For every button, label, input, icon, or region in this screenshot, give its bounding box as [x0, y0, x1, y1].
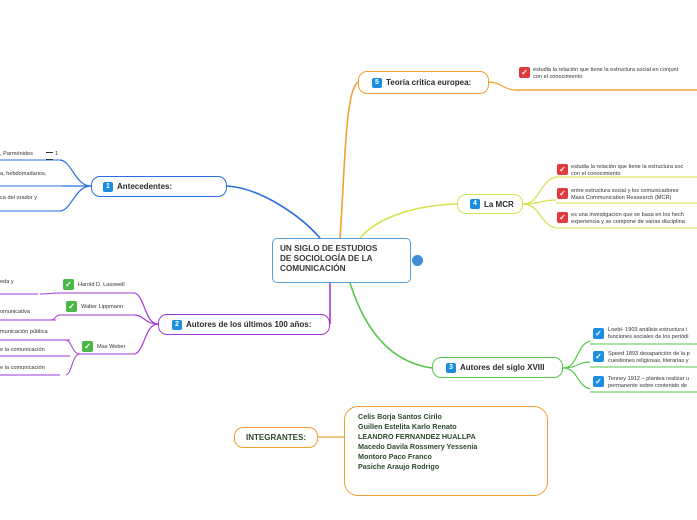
- checkbox-icon: ✓: [593, 351, 604, 362]
- central-topic[interactable]: UN SIGLO DE ESTUDIOS DE SOCIOLOGÍA DE LA…: [272, 238, 411, 283]
- list-count-badge: 1: [55, 151, 59, 157]
- checkbox-icon: ✓: [66, 301, 77, 312]
- leaf-mcr-1: estudia la relación que tiene la estruct…: [571, 164, 684, 177]
- integrantes-list[interactable]: Celis Borja Santos Cirilo Guillen Esteli…: [344, 406, 548, 496]
- central-title-line-2: DE SOCIOLOGÍA DE LA: [280, 254, 373, 263]
- list-icon: [46, 152, 53, 160]
- member-name: Guillen Estelita Karlo Renato: [358, 422, 457, 431]
- checkbox-icon: ✓: [557, 164, 568, 175]
- leaf-antecedentes-2: a, hebdomadarios,: [0, 171, 47, 177]
- branch-label: La MCR: [484, 199, 514, 209]
- leaf-autores-2: omunicativa: [0, 309, 30, 315]
- author-weber: Max Weber: [97, 344, 126, 350]
- author-lippmann: Walter Lippmann: [81, 304, 124, 310]
- branch-autores-ultimos-100[interactable]: 2 Autores de los últimos 100 años:: [158, 314, 330, 335]
- leaf-antecedentes-1: , Parménides: [0, 151, 33, 157]
- branch-la-mcr[interactable]: 4 La MCR: [457, 194, 523, 214]
- member-name: Macedo Davila Rossmery Yessenia: [358, 442, 478, 451]
- branch-label: Antecedentes:: [117, 182, 173, 191]
- branch-number-badge: 4: [470, 199, 480, 209]
- central-title-line-1: UN SIGLO DE ESTUDIOS: [280, 244, 378, 253]
- leaf-mcr-3: es una investigación que se basa en los …: [571, 212, 685, 225]
- leaf-autores-5: e la comunicación: [0, 365, 45, 371]
- checkbox-icon: ✓: [557, 212, 568, 223]
- author-lasswell: Harold D. Lasswell: [78, 282, 125, 288]
- leaf-mcr-2: entre estructura social y los comunicado…: [571, 188, 679, 201]
- checkbox-icon: ✓: [519, 67, 530, 78]
- branch-teoria-critica[interactable]: 5 Teoría critica europea:: [358, 71, 489, 94]
- central-title-line-3: COMUNICACIÓN: [280, 264, 346, 273]
- member-name: Celis Borja Santos Cirilo: [358, 412, 442, 421]
- branch-number-badge: 1: [103, 181, 113, 192]
- checkbox-icon: ✓: [63, 279, 74, 290]
- checkbox-icon: ✓: [593, 328, 604, 339]
- member-name: Montoro Paco Franco: [358, 452, 432, 461]
- branch-label: Autores de los últimos 100 años:: [186, 320, 312, 329]
- branch-number-badge: 2: [172, 319, 182, 330]
- branch-number-badge: 3: [446, 362, 456, 373]
- leaf-antecedentes-3: ca del orador y: [0, 195, 38, 201]
- member-name: Pasiche Araujo Rodrigo: [358, 462, 440, 471]
- branch-label: Autores del siglo XVIII: [460, 363, 545, 372]
- integrantes-label[interactable]: INTEGRANTES:: [234, 427, 318, 448]
- branch-label: Teoría critica europea:: [386, 78, 472, 87]
- leaf-autores-3: municación pública: [0, 329, 48, 335]
- globe-icon: [412, 255, 423, 266]
- member-name: LEANDRO FERNANDEZ HUALLPA: [358, 432, 476, 441]
- branch-autores-siglo-xviii[interactable]: 3 Autores del siglo XVIII: [432, 357, 563, 378]
- checkbox-icon: ✓: [593, 376, 604, 387]
- branch-antecedentes[interactable]: 1 Antecedentes:: [91, 176, 227, 197]
- leaf-teoria: estudia la relación que tiene la estruct…: [533, 67, 679, 80]
- checkbox-icon: ✓: [82, 341, 93, 352]
- leaf-autores-4: e la comunicación: [0, 347, 45, 353]
- leaf-autores-1: eda y: [0, 279, 14, 285]
- branch-number-badge: 5: [372, 77, 382, 88]
- checkbox-icon: ✓: [557, 188, 568, 199]
